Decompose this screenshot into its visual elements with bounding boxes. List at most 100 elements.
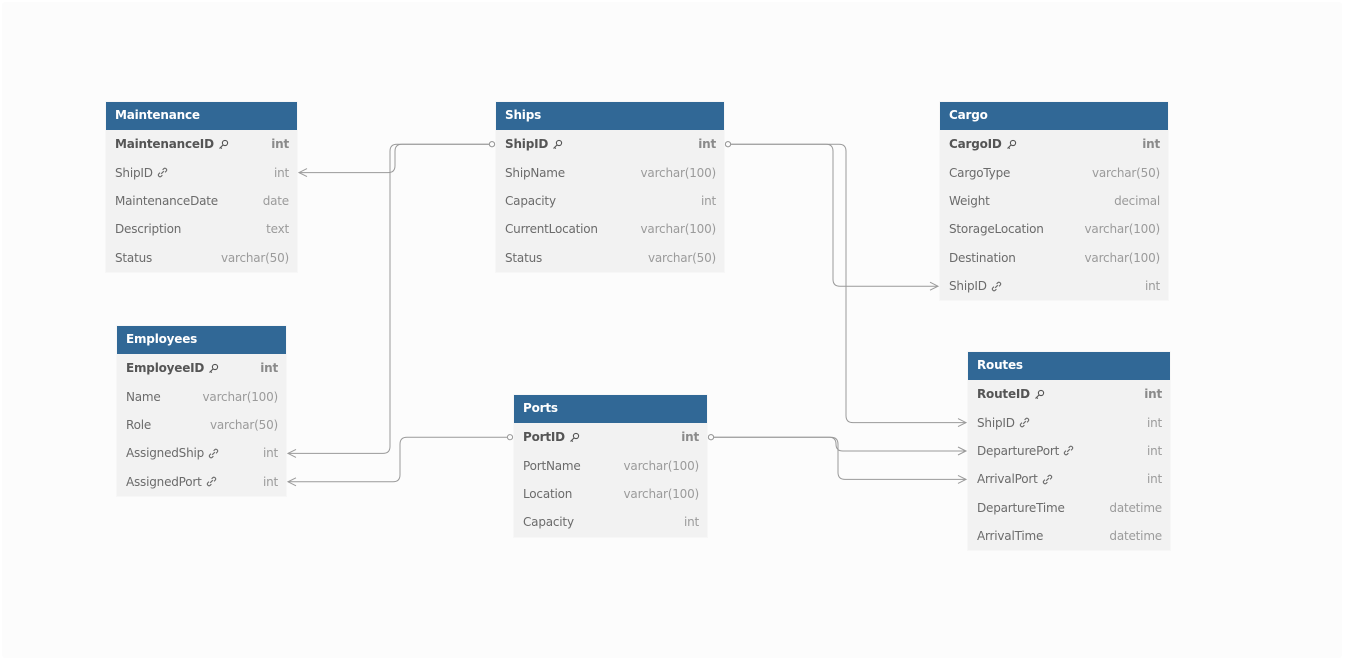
column-type: varchar(50) <box>220 250 289 265</box>
foreign-key-link-icon <box>206 476 217 487</box>
foreign-key-link-icon <box>157 167 168 178</box>
primary-key-icon <box>1034 389 1045 400</box>
column-type: int <box>1146 443 1162 458</box>
primary-key-icon <box>208 363 219 374</box>
column-row-ships-status[interactable]: Status varchar(50) <box>496 244 724 272</box>
column-type: text <box>266 222 289 237</box>
column-name: Status <box>505 251 542 265</box>
column-name: AssignedShip <box>126 446 219 460</box>
foreign-key-link-icon <box>1063 445 1074 456</box>
column-name: Description <box>115 222 181 236</box>
column-name: AssignedPort <box>126 475 217 489</box>
column-type: varchar(50) <box>209 417 278 432</box>
column-name: Location <box>523 487 572 501</box>
column-name-label: Name <box>126 389 161 404</box>
column-type: int <box>698 137 716 152</box>
column-type: int <box>1144 279 1160 294</box>
column-type: decimal <box>1114 193 1160 208</box>
column-name-label: Capacity <box>505 193 556 208</box>
column-name-label: RouteID <box>977 387 1030 402</box>
column-name: StorageLocation <box>949 222 1044 236</box>
table-header-ships[interactable]: Ships <box>496 102 724 130</box>
column-row-ports-capacity[interactable]: Capacity int <box>514 508 707 536</box>
column-row-maintenance-maintenanceid[interactable]: MaintenanceID int <box>106 130 297 158</box>
primary-key-icon <box>1006 139 1017 150</box>
column-name: ArrivalPort <box>977 472 1053 486</box>
column-type: date <box>262 193 289 208</box>
column-name: ShipID <box>949 279 1002 293</box>
column-row-maintenance-description[interactable]: Description text <box>106 215 297 243</box>
column-type: varchar(100) <box>1084 250 1161 265</box>
column-row-ports-portname[interactable]: PortName varchar(100) <box>514 451 707 479</box>
column-name: DeparturePort <box>977 444 1074 458</box>
column-name-label: ShipID <box>505 137 549 152</box>
column-type: varchar(100) <box>623 458 700 473</box>
table-header-routes[interactable]: Routes <box>968 352 1170 380</box>
column-name: Capacity <box>523 515 574 529</box>
column-type: varchar(100) <box>640 222 717 237</box>
column-name: DepartureTime <box>977 501 1065 515</box>
table-header-ports[interactable]: Ports <box>514 395 707 423</box>
column-name: ShipID <box>977 416 1030 430</box>
column-name: PortName <box>523 459 581 473</box>
column-name: ArrivalTime <box>977 529 1043 543</box>
column-name: CurrentLocation <box>505 222 598 236</box>
column-type: varchar(50) <box>1091 165 1160 180</box>
column-name: RouteID <box>977 387 1045 401</box>
primary-key-icon <box>552 139 563 150</box>
table-header-employees[interactable]: Employees <box>117 326 286 354</box>
column-type: varchar(100) <box>623 486 700 501</box>
column-row-routes-departureport[interactable]: DeparturePort int <box>968 437 1170 465</box>
table-header-cargo[interactable]: Cargo <box>940 102 1168 130</box>
table-header-maintenance[interactable]: Maintenance <box>106 102 297 130</box>
column-name-label: ShipID <box>949 279 987 294</box>
column-type: varchar(50) <box>647 250 716 265</box>
column-type: int <box>1142 137 1160 152</box>
column-row-ports-location[interactable]: Location varchar(100) <box>514 480 707 508</box>
column-row-cargo-destination[interactable]: Destination varchar(100) <box>940 244 1168 272</box>
column-type: varchar(100) <box>1084 222 1161 237</box>
column-row-ships-currentlocation[interactable]: CurrentLocation varchar(100) <box>496 215 724 243</box>
column-type: int <box>271 137 289 152</box>
column-name-label: ShipID <box>115 165 153 180</box>
column-type: int <box>683 515 699 530</box>
column-name: MaintenanceID <box>115 137 229 151</box>
column-row-ships-shipid[interactable]: ShipID int <box>496 130 724 158</box>
column-name-label: DepartureTime <box>977 500 1065 515</box>
column-name-label: MaintenanceID <box>115 137 214 152</box>
primary-key-icon <box>218 139 229 150</box>
column-name-label: StorageLocation <box>949 222 1044 237</box>
column-name: PortID <box>523 430 580 444</box>
column-row-cargo-storagelocation[interactable]: StorageLocation varchar(100) <box>940 215 1168 243</box>
column-name: Destination <box>949 251 1016 265</box>
column-name-label: Location <box>523 486 573 501</box>
column-name: ShipID <box>115 166 168 180</box>
column-type: varchar(100) <box>640 165 717 180</box>
column-row-cargo-shipid[interactable]: ShipID int <box>940 272 1168 300</box>
